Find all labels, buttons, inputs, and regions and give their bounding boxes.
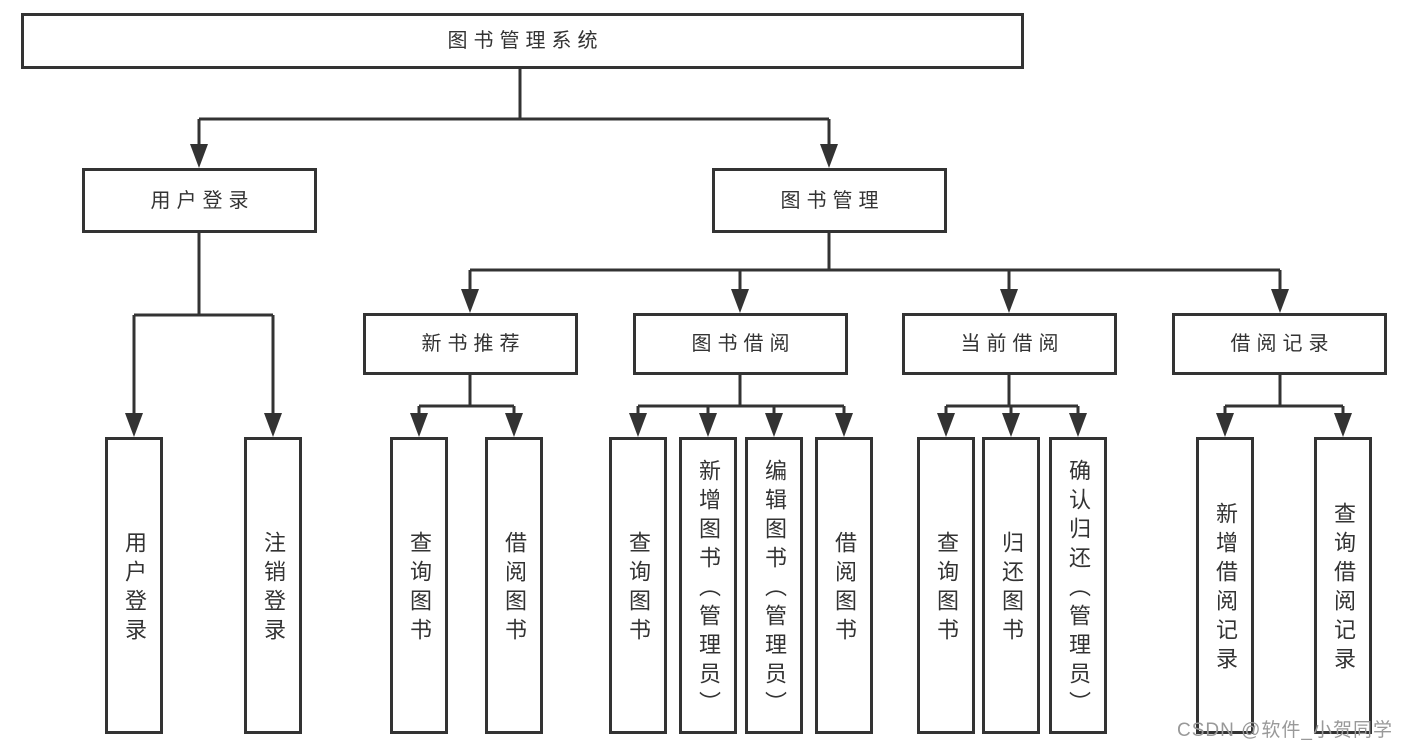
leaf-borrowing-add-books-admin: 新增图书（管理员）	[679, 437, 737, 734]
node-book-borrow: 图书借阅	[633, 313, 848, 375]
leaf-current-confirm-return-admin-label: 确认归还（管理员）	[1066, 458, 1091, 720]
arrowheads	[125, 144, 1352, 437]
leaf-current-query-books-label: 查询图书	[934, 531, 959, 647]
node-book-mgmt: 图书管理	[712, 168, 947, 233]
leaf-logout: 注销登录	[244, 437, 302, 734]
leaf-user-login: 用户登录	[105, 437, 163, 734]
node-new-book-rec-label: 新书推荐	[421, 333, 526, 355]
node-current-borrow: 当前借阅	[902, 313, 1117, 375]
edge-book-mgmt-children	[468, 233, 1282, 291]
node-user-login-label: 用户登录	[150, 189, 255, 212]
edge-borrow-record-children	[1223, 375, 1345, 417]
edge-book-borrow-children	[636, 375, 846, 417]
leaf-newbook-borrow-books: 借阅图书	[485, 437, 543, 734]
node-root: 图书管理系统	[21, 13, 1024, 69]
node-new-book-rec: 新书推荐	[363, 313, 578, 375]
leaf-records-query-record-label: 查询借阅记录	[1331, 502, 1356, 676]
node-current-borrow-label: 当前借阅	[960, 333, 1065, 355]
leaf-newbook-query-books: 查询图书	[390, 437, 448, 734]
leaf-current-return-books: 归还图书	[982, 437, 1040, 734]
leaf-logout-label: 注销登录	[261, 531, 286, 647]
leaf-newbook-borrow-books-label: 借阅图书	[502, 531, 527, 647]
leaf-borrowing-add-books-admin-label: 新增图书（管理员）	[696, 458, 721, 720]
edge-root-children	[197, 68, 831, 146]
leaf-records-add-record: 新增借阅记录	[1196, 437, 1254, 734]
node-book-mgmt-label: 图书管理	[780, 189, 885, 212]
leaf-borrowing-edit-books-admin-label: 编辑图书（管理员）	[762, 458, 787, 720]
edge-new-book-rec-children	[417, 375, 516, 417]
leaf-current-confirm-return-admin: 确认归还（管理员）	[1049, 437, 1107, 734]
edge-current-borrow-children	[944, 375, 1080, 417]
leaf-borrowing-borrow-books: 借阅图书	[815, 437, 873, 734]
csdn-watermark: CSDN @软件_小贺同学	[1177, 720, 1393, 741]
leaf-user-login-label: 用户登录	[122, 531, 147, 647]
node-borrow-record: 借阅记录	[1172, 313, 1387, 375]
node-root-label: 图书管理系统	[447, 30, 604, 52]
node-borrow-record-label: 借阅记录	[1230, 333, 1335, 355]
node-book-borrow-label: 图书借阅	[691, 333, 796, 355]
leaf-borrowing-edit-books-admin: 编辑图书（管理员）	[745, 437, 803, 734]
edge-user-login-children	[132, 233, 275, 417]
leaf-borrowing-borrow-books-label: 借阅图书	[832, 531, 857, 647]
leaf-borrowing-query-books-label: 查询图书	[626, 531, 651, 647]
leaf-current-query-books: 查询图书	[917, 437, 975, 734]
leaf-records-add-record-label: 新增借阅记录	[1213, 502, 1238, 676]
leaf-current-return-books-label: 归还图书	[999, 531, 1024, 647]
node-user-login: 用户登录	[82, 168, 317, 233]
leaf-records-query-record: 查询借阅记录	[1314, 437, 1372, 734]
leaf-newbook-query-books-label: 查询图书	[407, 531, 432, 647]
leaf-borrowing-query-books: 查询图书	[609, 437, 667, 734]
